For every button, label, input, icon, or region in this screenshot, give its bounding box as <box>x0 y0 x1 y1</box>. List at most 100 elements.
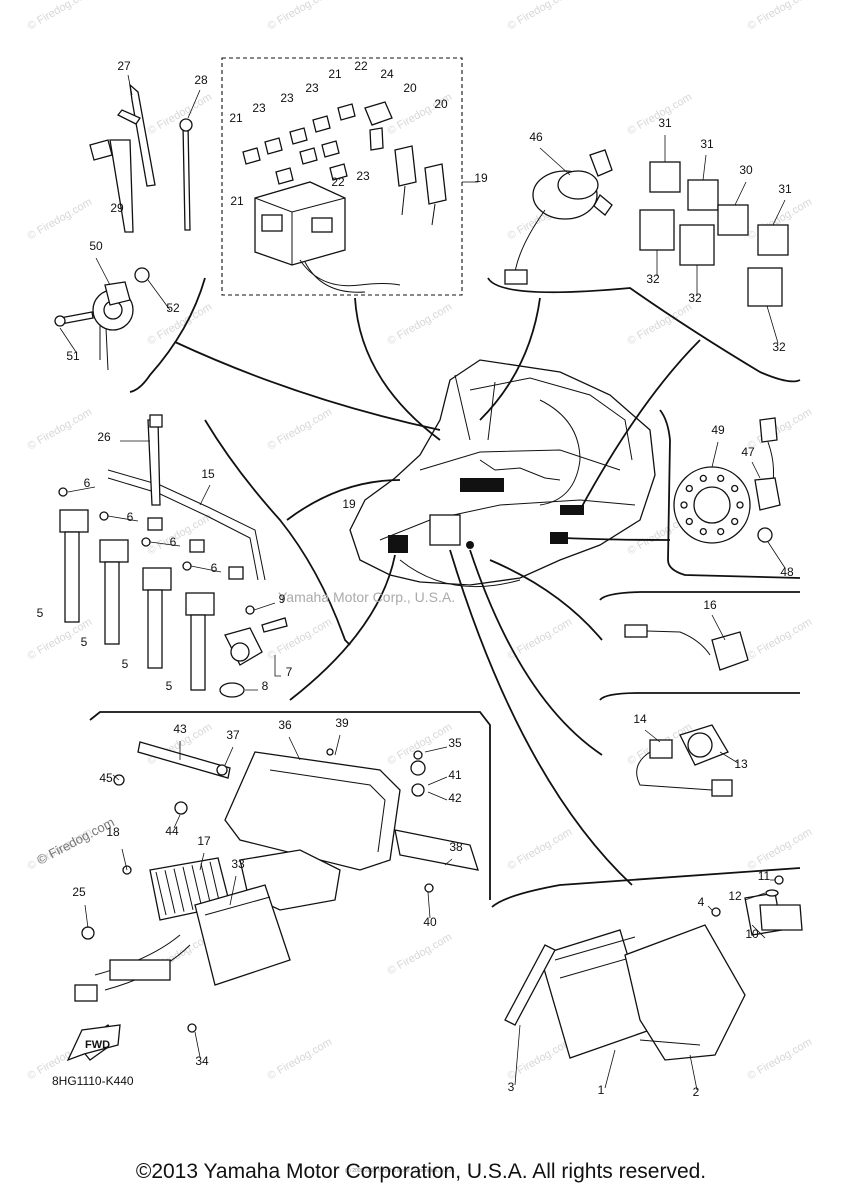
part-number-label: 26 <box>97 430 111 444</box>
part-number-label: 11 <box>758 869 771 883</box>
part-number-label: 8 <box>262 679 269 693</box>
part-number-label: 6 <box>84 476 91 490</box>
watermark-tile: © Firedog.com <box>266 1036 335 1083</box>
heat-sink-fin <box>164 870 176 914</box>
ignition-coil-group <box>58 414 288 698</box>
watermark-tile: © Firedog.com <box>386 931 455 978</box>
part-number-label: 29 <box>110 201 124 215</box>
fine-print: (c) 2005-2015 Yamaha Motor Corporation, … <box>345 1168 455 1174</box>
copyright-footer: ©2013 Yamaha Motor Corporation, U.S.A. A… <box>135 1160 707 1183</box>
fuse-shape <box>312 115 331 133</box>
part-number-label: 15 <box>201 467 215 481</box>
watermark-tile: © Firedog.com <box>506 826 575 873</box>
part-number-label: 20 <box>434 97 448 111</box>
part-number-label: 31 <box>658 116 672 130</box>
watermark-tile: © Firedog.com <box>26 0 95 33</box>
callout-boundaries <box>89 277 801 908</box>
part-number-label: 10 <box>745 927 759 941</box>
part-number-label: 6 <box>127 510 134 524</box>
watermark-tile: © Firedog.com <box>746 0 815 33</box>
fuse-box-group <box>242 101 478 293</box>
part-number-label: 1 <box>598 1083 605 1097</box>
fwd-label: FWD <box>85 1039 110 1051</box>
main-switch-group <box>504 147 613 285</box>
watermark-tile: © Firedog.com <box>386 301 455 348</box>
rotor-hole <box>717 527 725 536</box>
fuse-shape <box>264 137 283 155</box>
part-number-label: 12 <box>728 889 742 903</box>
part-number-label: 27 <box>117 59 131 73</box>
heat-sink-fin <box>182 866 194 911</box>
side-watermark: © Firedog.com <box>34 814 116 867</box>
part-number-label: 5 <box>166 679 173 693</box>
part-number-label: 4 <box>698 895 705 909</box>
sensor-16-group <box>624 614 749 671</box>
pickup-sensor-group <box>673 417 786 569</box>
part-number-label: 6 <box>211 561 218 575</box>
watermark-tile: © Firedog.com <box>26 406 95 453</box>
watermark-tile: © Firedog.com <box>746 1036 815 1083</box>
part-number-label: 31 <box>778 182 792 196</box>
part-number-label: 23 <box>252 101 266 115</box>
part-number-label: 46 <box>529 130 543 144</box>
part-number-label: 5 <box>37 606 44 620</box>
rotor-hole <box>680 501 688 509</box>
strap-and-horn-group <box>54 74 201 371</box>
part-number-label: 19 <box>342 497 356 511</box>
part-number-label: 13 <box>734 757 748 771</box>
diagram-code: 8HG1110-K440 <box>52 1074 134 1088</box>
part-number-label: 37 <box>226 728 240 742</box>
watermark-tile: © Firedog.com <box>746 826 815 873</box>
part-number-label: 5 <box>122 657 129 671</box>
forward-arrow: FWD <box>66 1024 121 1062</box>
fuse-shape <box>242 147 261 165</box>
part-number-label: 44 <box>165 824 179 838</box>
part-number-label: 9 <box>279 592 286 606</box>
rotor-hole <box>699 527 707 536</box>
part-number-label: 32 <box>772 340 786 354</box>
part-number-label: 23 <box>280 91 294 105</box>
part-number-label: 49 <box>711 423 725 437</box>
rotor-hole <box>731 484 739 493</box>
part-number-label: 23 <box>305 81 319 95</box>
fuse-shape <box>321 140 340 158</box>
watermark-tile: © Firedog.com <box>626 91 695 138</box>
part-number-label: 45 <box>99 771 113 785</box>
part-number-label: 41 <box>448 768 462 782</box>
control-unit-group <box>504 875 803 1091</box>
part-number-label: 7 <box>286 665 293 679</box>
part-number-label: 51 <box>66 349 80 363</box>
part-number-label: 31 <box>700 137 714 151</box>
part-number-label: 33 <box>231 857 245 871</box>
part-number-label: 35 <box>448 736 462 750</box>
fuse-shape <box>337 103 356 121</box>
part-number-label: 18 <box>106 825 120 839</box>
heat-sink-fin <box>200 863 212 907</box>
watermark-tile: © Firedog.com <box>266 0 335 33</box>
part-number-label: 24 <box>380 67 394 81</box>
leader-lines <box>174 297 701 886</box>
part-number-label: 21 <box>328 67 342 81</box>
part-number-label: 42 <box>448 791 462 805</box>
rotor-hole <box>699 474 707 483</box>
part-number-label: 52 <box>166 301 180 315</box>
part-number-label: 21 <box>229 111 243 125</box>
rotor-hole <box>717 474 725 483</box>
fuse-shape <box>275 167 294 185</box>
rotor-hole <box>685 484 693 493</box>
heat-sink-fin <box>155 871 167 916</box>
part-number-label: 25 <box>72 885 86 899</box>
rotor-hole <box>685 517 693 526</box>
part-number-label: 14 <box>633 712 647 726</box>
part-number-label: 16 <box>703 598 717 612</box>
watermark-tile: © Firedog.com <box>746 406 815 453</box>
part-number-label: 17 <box>197 834 211 848</box>
fuse-shape <box>329 163 348 181</box>
fuse-box-group-outline <box>221 57 463 296</box>
part-number-label: 30 <box>739 163 753 177</box>
watermark-tile: © Firedog.com <box>146 91 215 138</box>
watermark-tile: © Firedog.com <box>266 406 335 453</box>
ecu-bracket-group <box>74 734 479 1061</box>
